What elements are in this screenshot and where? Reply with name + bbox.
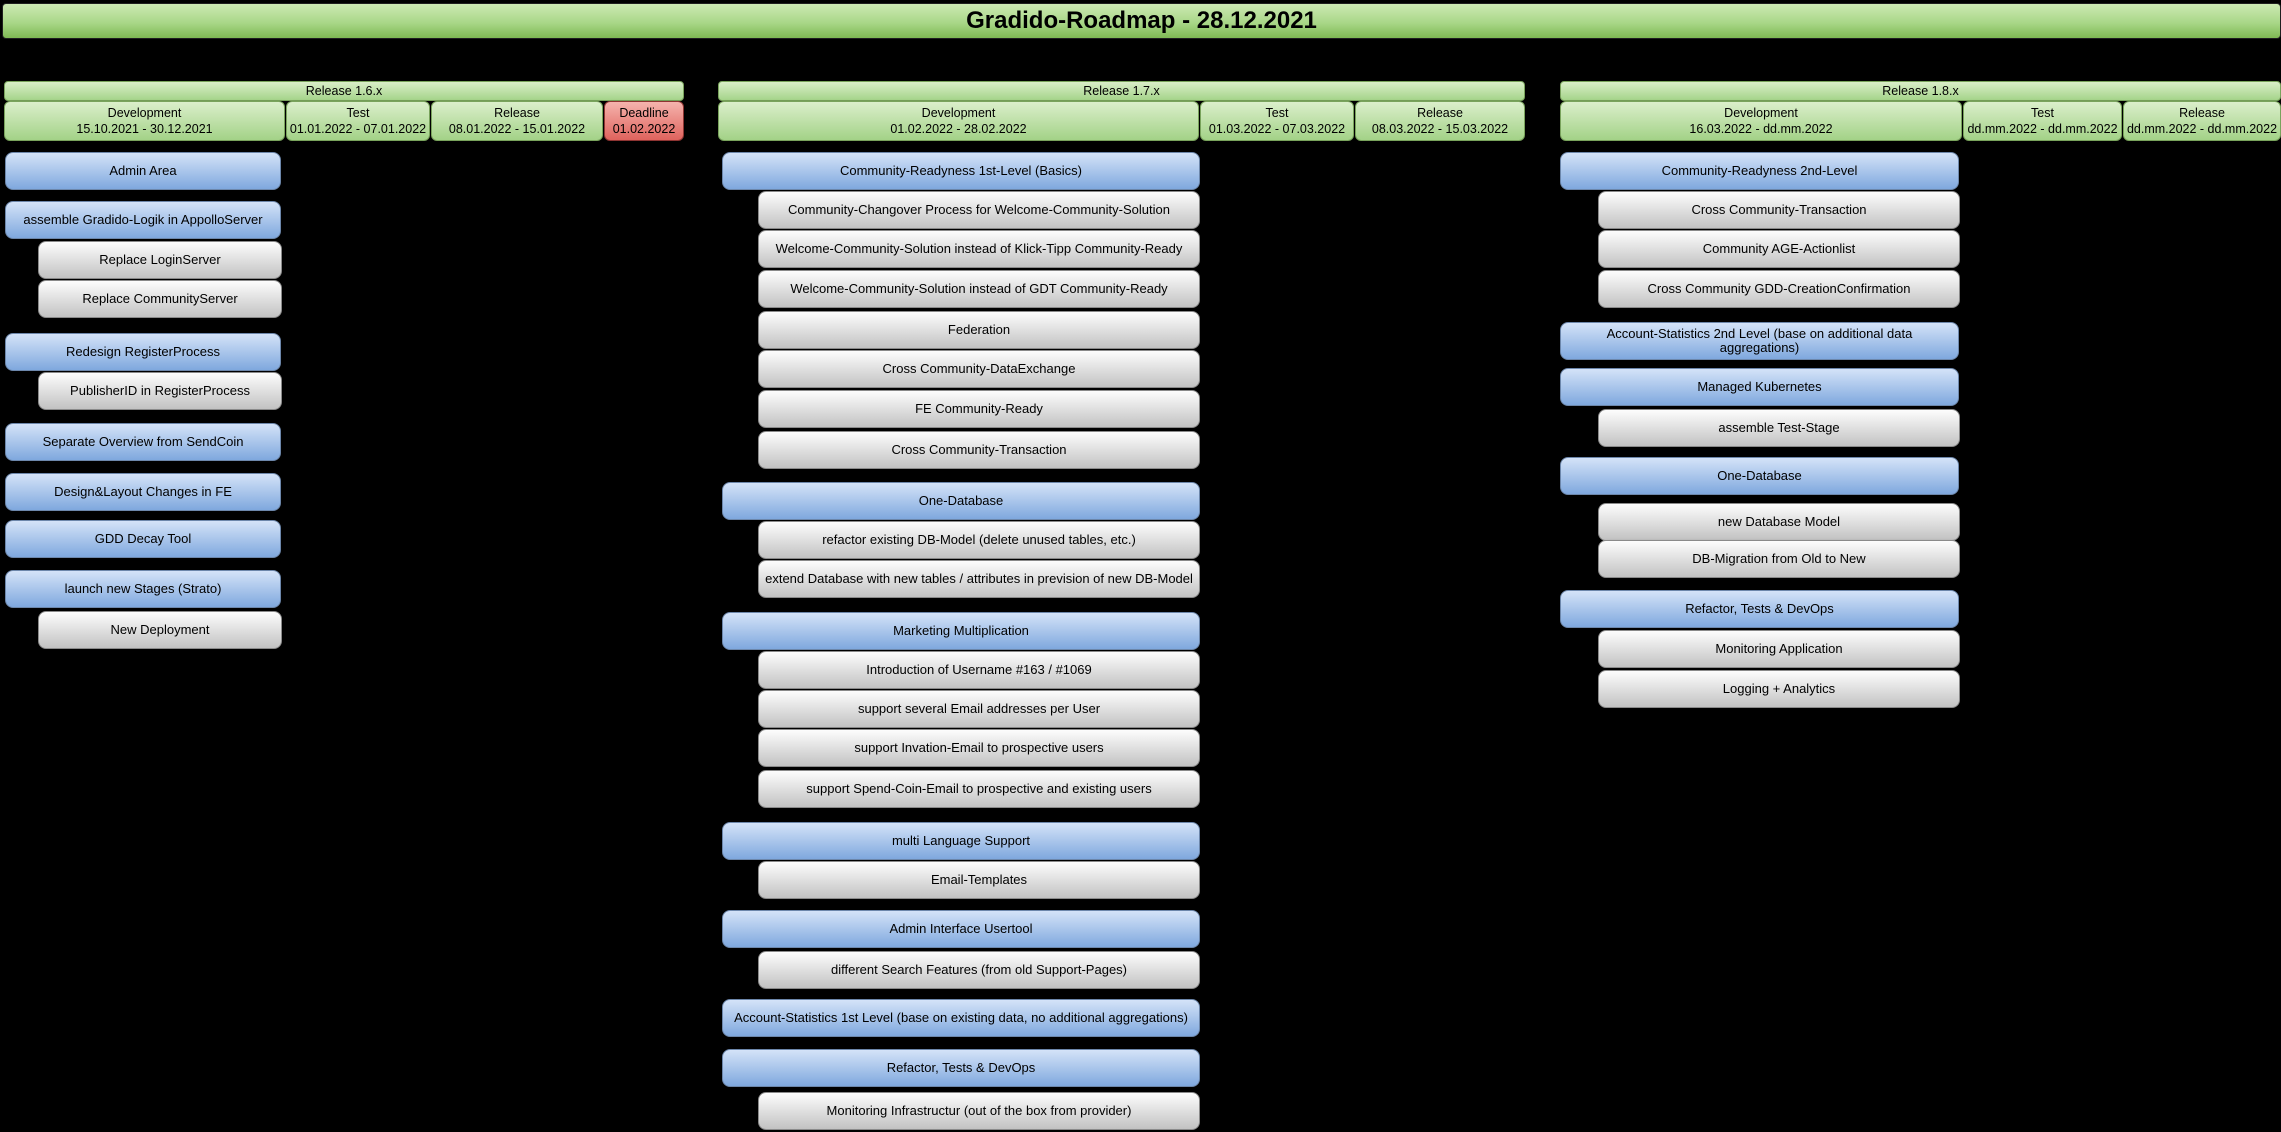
task-box: Logging + Analytics <box>1598 670 1960 708</box>
phase-name: Deadline <box>619 106 669 120</box>
task-box: New Deployment <box>38 611 282 649</box>
phase-development: Development 15.10.2021 - 30.12.2021 <box>4 101 285 141</box>
task-box: Cross Community-Transaction <box>758 431 1200 469</box>
feature-box: Admin Interface Usertool <box>722 910 1200 948</box>
feature-box: Managed Kubernetes <box>1560 368 1959 406</box>
phase-name: Test <box>1265 106 1289 120</box>
feature-box: One-Database <box>1560 457 1959 495</box>
phase-name: Release <box>494 106 540 120</box>
feature-box: Community-Readyness 1st-Level (Basics) <box>722 152 1200 190</box>
task-box: Replace LoginServer <box>38 241 282 279</box>
feature-box: One-Database <box>722 482 1200 520</box>
feature-box: Design&Layout Changes in FE <box>5 473 281 511</box>
task-box: Email-Templates <box>758 861 1200 899</box>
phase-dates: 01.03.2022 - 07.03.2022 <box>1208 122 1346 136</box>
task-box: Monitoring Infrastructur (out of the box… <box>758 1092 1200 1130</box>
feature-box: Account-Statistics 1st Level (base on ex… <box>722 999 1200 1037</box>
feature-box: Separate Overview from SendCoin <box>5 423 281 461</box>
task-box: Welcome-Community-Solution instead of Kl… <box>758 230 1200 268</box>
phase-test: Test 01.01.2022 - 07.01.2022 <box>286 101 430 141</box>
phase-development: Development 01.02.2022 - 28.02.2022 <box>718 101 1199 141</box>
phase-dates: 01.02.2022 - 28.02.2022 <box>890 122 1027 136</box>
task-box: Cross Community-Transaction <box>1598 191 1960 229</box>
phase-deadline: Deadline 01.02.2022 <box>604 101 684 141</box>
feature-box: multi Language Support <box>722 822 1200 860</box>
release-header-1-6: Release 1.6.x <box>4 81 684 101</box>
task-box: Federation <box>758 311 1200 349</box>
phase-release: Release 08.01.2022 - 15.01.2022 <box>431 101 603 141</box>
task-box: support Spend-Coin-Email to prospective … <box>758 770 1200 808</box>
feature-box: Marketing Multiplication <box>722 612 1200 650</box>
task-box: new Database Model <box>1598 503 1960 541</box>
task-box: Welcome-Community-Solution instead of GD… <box>758 270 1200 308</box>
phase-dates: dd.mm.2022 - dd.mm.2022 <box>1967 122 2118 136</box>
task-box: extend Database with new tables / attrib… <box>758 560 1200 598</box>
feature-box: Admin Area <box>5 152 281 190</box>
phase-name: Release <box>2179 106 2225 120</box>
task-box: Monitoring Application <box>1598 630 1960 668</box>
phase-name: Development <box>107 106 182 120</box>
task-box: FE Community-Ready <box>758 390 1200 428</box>
feature-box: launch new Stages (Strato) <box>5 570 281 608</box>
phase-dates: dd.mm.2022 - dd.mm.2022 <box>2126 122 2278 136</box>
task-box: assemble Test-Stage <box>1598 409 1960 447</box>
phase-release: Release 08.03.2022 - 15.03.2022 <box>1355 101 1525 141</box>
task-box: refactor existing DB-Model (delete unuse… <box>758 521 1200 559</box>
feature-box: Refactor, Tests & DevOps <box>722 1049 1200 1087</box>
task-box: Community-Changover Process for Welcome-… <box>758 191 1200 229</box>
feature-box: Account-Statistics 2nd Level (base on ad… <box>1560 322 1959 360</box>
feature-box: Refactor, Tests & DevOps <box>1560 590 1959 628</box>
phase-release: Release dd.mm.2022 - dd.mm.2022 <box>2123 101 2281 141</box>
phase-dates: 15.10.2021 - 30.12.2021 <box>76 122 213 136</box>
phase-name: Development <box>921 106 996 120</box>
feature-box: Redesign RegisterProcess <box>5 333 281 371</box>
phase-test: Test dd.mm.2022 - dd.mm.2022 <box>1963 101 2122 141</box>
phase-dates: 08.03.2022 - 15.03.2022 <box>1371 122 1509 136</box>
phase-development: Development 16.03.2022 - dd.mm.2022 <box>1560 101 1962 141</box>
feature-box: GDD Decay Tool <box>5 520 281 558</box>
phase-name: Release <box>1417 106 1463 120</box>
task-box: Cross Community GDD-CreationConfirmation <box>1598 270 1960 308</box>
task-box: Introduction of Username #163 / #1069 <box>758 651 1200 689</box>
release-header-1-8: Release 1.8.x <box>1560 81 2281 101</box>
phase-name: Test <box>2031 106 2054 120</box>
task-box: Cross Community-DataExchange <box>758 350 1200 388</box>
release-header-1-7: Release 1.7.x <box>718 81 1525 101</box>
task-box: Replace CommunityServer <box>38 280 282 318</box>
task-box: support Invation-Email to prospective us… <box>758 729 1200 767</box>
page-title: Gradido-Roadmap - 28.12.2021 <box>2 3 2281 39</box>
phase-dates: 16.03.2022 - dd.mm.2022 <box>1689 122 1833 136</box>
phase-dates: 01.01.2022 - 07.01.2022 <box>289 122 427 136</box>
task-box: DB-Migration from Old to New <box>1598 540 1960 578</box>
feature-box: Community-Readyness 2nd-Level <box>1560 152 1959 190</box>
phase-dates: 01.02.2022 <box>612 122 676 136</box>
phase-dates: 08.01.2022 - 15.01.2022 <box>448 122 586 136</box>
task-box: PublisherID in RegisterProcess <box>38 372 282 410</box>
feature-box: assemble Gradido-Logik in AppolloServer <box>5 201 281 239</box>
task-box: support several Email addresses per User <box>758 690 1200 728</box>
phase-name: Test <box>346 106 370 120</box>
phase-name: Development <box>1724 106 1798 120</box>
task-box: different Search Features (from old Supp… <box>758 951 1200 989</box>
phase-test: Test 01.03.2022 - 07.03.2022 <box>1200 101 1354 141</box>
task-box: Community AGE-Actionlist <box>1598 230 1960 268</box>
